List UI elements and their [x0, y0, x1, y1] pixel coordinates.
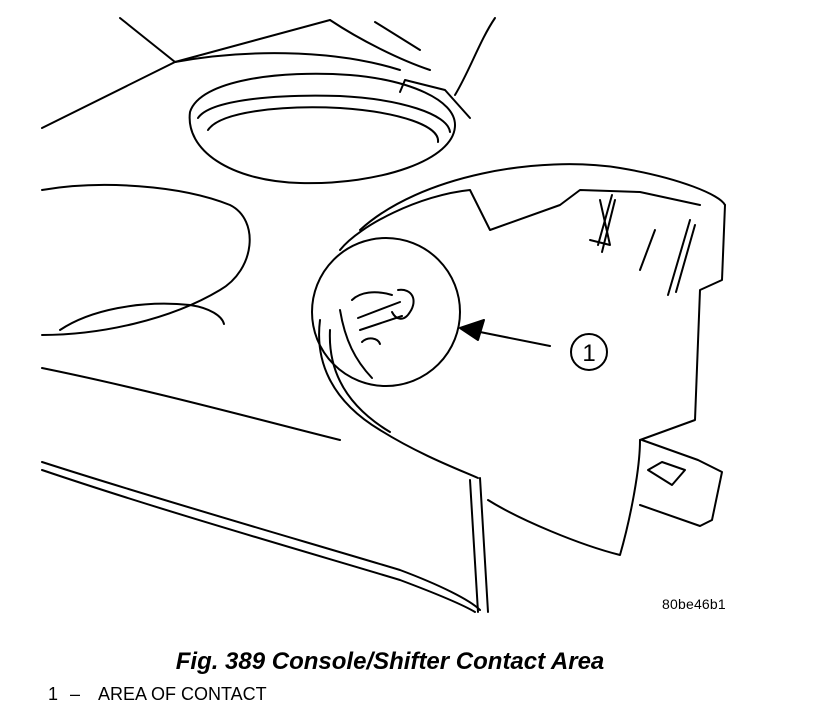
shifter-bezel: [318, 163, 726, 556]
legend-separator: –: [70, 684, 81, 704]
figure-caption: Fig. 389 Console/Shifter Contact Area: [175, 648, 605, 675]
legend-text: AREA OF CONTACT: [98, 684, 267, 704]
bezel-tab: [639, 439, 723, 527]
console-outline: [41, 17, 496, 129]
upper-cup-holder: [188, 72, 471, 185]
console-shifter-illustration: 1: [41, 17, 726, 613]
callout-1: 1: [570, 333, 608, 371]
callout-number: 1: [582, 340, 595, 367]
legend-item: 1–AREA OF CONTACT: [48, 684, 267, 705]
contact-detail-circle: [311, 237, 461, 387]
callout-arrow: [459, 319, 551, 347]
legend-number: 1: [48, 684, 59, 704]
console-lower-body: [41, 367, 489, 613]
left-cup-holder: [41, 184, 251, 336]
figure-reference-code: 80be46b1: [662, 596, 726, 612]
